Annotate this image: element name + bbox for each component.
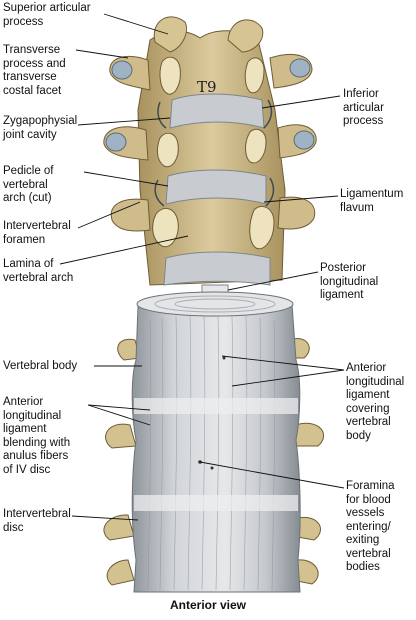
label-pedicle: Pedicle of vertebral arch (cut) [3, 165, 54, 204]
label-transverse-process: Transverse process and transverse costal… [3, 44, 66, 97]
transverse-process-right-3 [277, 196, 316, 230]
leader-lines [59, 13, 345, 521]
label-foramina: Foramina for blood vessels entering/ exi… [346, 480, 395, 573]
intervertebral-disc-band-1 [134, 398, 298, 414]
intervertebral-disc-band-2 [134, 495, 298, 511]
label-intervertebral-disc: Intervertebral disc [3, 508, 71, 534]
superior-articular-process-left [153, 16, 187, 53]
label-anterior-blending: Anterior longitudinal ligament blending … [3, 396, 71, 476]
pedicle-cut-surfaces [152, 56, 275, 250]
figure-caption: Anterior view [169, 598, 247, 612]
label-posterior-longitudinal-ligament: Posterior longitudinal ligament [320, 262, 379, 301]
vertebral-arch-column: T9 [103, 16, 317, 298]
label-vertebral-body: Vertebral body [3, 360, 78, 372]
label-inferior-articular-process: Inferior articular process [343, 88, 384, 127]
label-superior-articular-process: Superior articular process [3, 2, 91, 28]
ligamentum-flavum-bands [163, 93, 271, 286]
label-intervertebral-foramen: Intervertebral foramen [3, 220, 71, 246]
vertebra-label: T9 [197, 78, 217, 96]
vertebral-body-column [103, 291, 325, 593]
label-anterior-covering: Anterior longitudinal ligament covering … [346, 362, 405, 442]
label-zygapophysial-joint: Zygapophysial joint cavity [3, 115, 78, 141]
transverse-process-left-3 [110, 198, 151, 232]
rib-head-left-2 [105, 423, 137, 449]
rib-head-left-4 [106, 559, 135, 586]
rib-head-left-3 [103, 514, 135, 541]
rib-head-left-1 [117, 338, 141, 361]
superior-articular-process-right [227, 19, 264, 53]
label-ligamentum-flavum: Ligamentum flavum [340, 188, 404, 214]
label-lamina: Lamina of vertebral arch [3, 258, 74, 284]
rib-head-right-2 [291, 422, 325, 447]
